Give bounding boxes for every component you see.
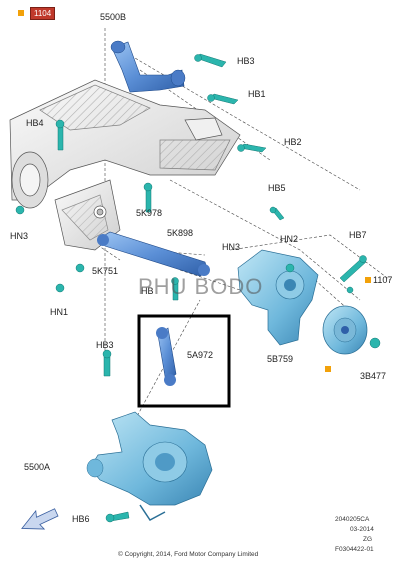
label-5k751: 5K751	[92, 266, 119, 276]
view-arrow-icon	[21, 508, 59, 530]
label-hb5: HB5	[268, 183, 286, 193]
label-hb7: HB7	[349, 230, 367, 240]
label-hn3-mid: HN3	[222, 242, 241, 252]
tag-code: 1104	[30, 6, 56, 20]
hub-3B477	[322, 305, 368, 355]
label-5500a: 5500A	[24, 462, 51, 472]
knuckle-5B759	[237, 249, 319, 346]
highlight-box	[137, 314, 231, 408]
label-hn2: HN2	[280, 234, 299, 244]
link-5A972	[156, 327, 177, 386]
label-hn3-left: HN3	[10, 231, 29, 241]
footer-code-4: F0304422-01	[335, 546, 374, 553]
label-5k898: 5K898	[167, 228, 194, 238]
label-hn1: HN1	[50, 307, 69, 317]
watermark-text: PHU BODO	[138, 274, 264, 299]
tag-marker	[18, 10, 24, 16]
footer-code-3: ZG	[363, 536, 373, 543]
label-hb3-low: HB3	[96, 340, 114, 350]
label-5500B: 5500B	[100, 12, 127, 22]
label-hb2: HB2	[284, 137, 302, 147]
label-hb6: HB6	[72, 514, 90, 524]
fasteners	[15, 53, 381, 523]
label-3b477: 3B477	[360, 371, 387, 381]
footer-code-2: 03-2014	[350, 526, 374, 533]
subframe	[9, 79, 241, 251]
upper-arm-5500B	[110, 40, 186, 93]
label-hb-mid: HB	[141, 286, 154, 296]
knuckle-assembly-5500A	[86, 411, 213, 521]
figure-tag: 1104	[18, 6, 56, 20]
marker-hub	[325, 366, 331, 372]
label-5k978: 5K978	[136, 208, 163, 218]
label-hb3-top: HB3	[237, 56, 255, 66]
copyright-text: © Copyright, 2014, Ford Motor Company Li…	[118, 551, 259, 558]
label-hb1: HB1	[248, 89, 266, 99]
label-5b759: 5B759	[267, 354, 294, 364]
marker-1107	[365, 277, 371, 283]
label-1107: 1107	[373, 275, 393, 285]
label-5a972: 5A972	[187, 350, 214, 360]
label-hb4: HB4	[26, 118, 44, 128]
footer-code-1: 2040205CA	[335, 516, 370, 523]
lower-arm-5K898	[97, 231, 210, 277]
